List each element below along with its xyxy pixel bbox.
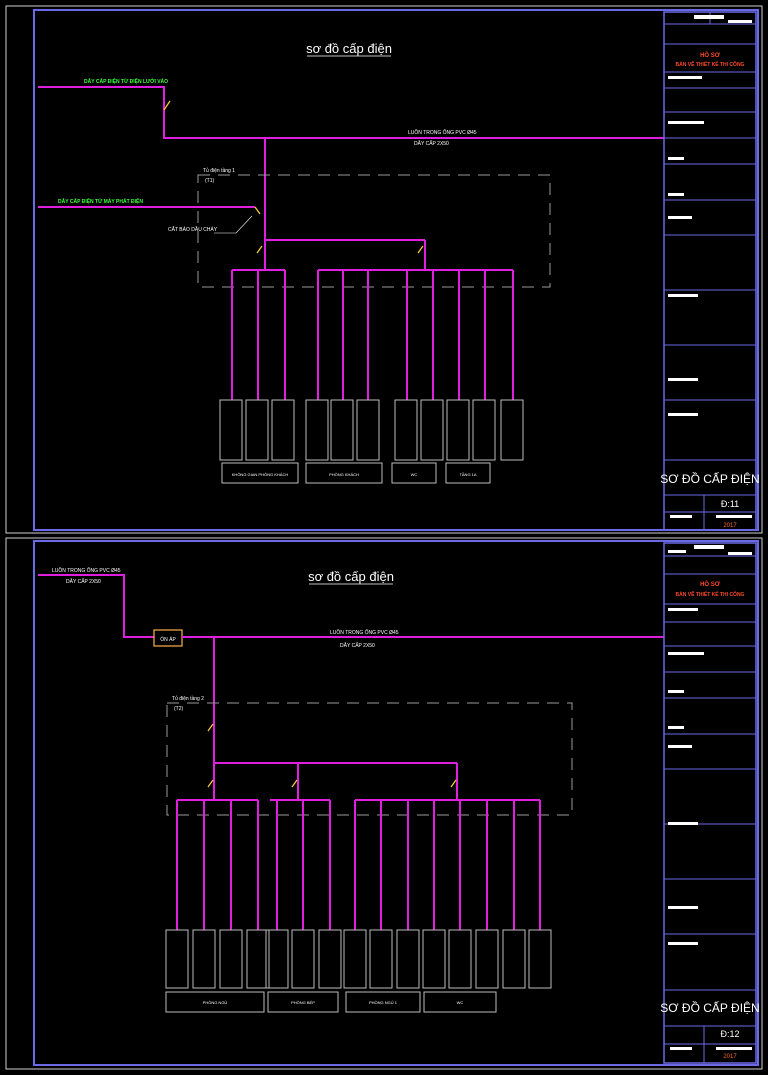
sheet-2-title-heading-2: BẢN VẼ THIẾT KẾ THI CÔNG [676, 590, 745, 598]
sheet-1-group-box-3 [391, 462, 437, 484]
sheet-1-group-label-4: TẦNG 1A [459, 472, 476, 477]
sheet-2-drawing-name: SƠ ĐỒ CẤP ĐIỆN [660, 1000, 759, 1015]
sheet-2-title-block [663, 542, 757, 1064]
sheet-2-incoming-label-2: DÂY CẤP 2X50 [66, 578, 101, 585]
sheet-1-grid-breaker [163, 100, 171, 111]
sheet-1-group-label-1: KHÔNG GIAN PHÒNG KHÁCH [232, 472, 289, 477]
sheet-2-main-cable-label: LUỒN TRONG ỐNG PVC Ø45 [330, 629, 399, 636]
sheet-2-panel-label: Tủ điện tầng 2 [172, 695, 204, 702]
sheet-1-alarm-leader [214, 215, 253, 234]
sheet-2: sơ đồ cấp điện LUỒN TRONG ỐNG PVC Ø45 DÂ… [5, 537, 763, 1070]
sheet-2-drawing-number: Đ:12 [720, 1029, 739, 1039]
sheet-2-group-label-2: PHÒNG BẾP [291, 1000, 315, 1005]
sheet-2-distribution-panel [166, 702, 573, 816]
sheet-2-title-heading-1: HỒ SƠ [700, 581, 721, 588]
sheet-2-group-box-4 [423, 991, 497, 1013]
sheet-1-breaker-left [256, 245, 263, 254]
sheet-1-breaker-right [417, 245, 424, 254]
sheet-2-panel-sub: (T2) [174, 706, 184, 712]
sheet-1-grid-feeder-line [38, 86, 664, 139]
sheet-1-ats-switch [254, 206, 261, 215]
sheet-2-equipment-boxes [165, 929, 552, 989]
sheet-1-drawing-name: SƠ ĐỒ CẤP ĐIỆN [660, 471, 759, 486]
sheet-1-drawing-number: Đ:11 [721, 499, 739, 509]
sheet-1-equipment-boxes [219, 399, 524, 461]
sheet-2-outer-border [5, 537, 763, 1070]
sheet-2-group-label-1: PHÒNG NGỦ [203, 1000, 228, 1005]
sheet-2-main-breaker [207, 723, 214, 732]
sheet-2-stabilizer-label: ỔN ÁP [160, 636, 176, 643]
sheet-2-group-box-3 [345, 991, 421, 1013]
sheet-1-main-cable-label: LUỒN TRONG ỐNG PVC Ø45 [408, 129, 477, 136]
sheet-2-year: 2017 [723, 1054, 737, 1060]
sheet-2-diagram-title: sơ đồ cấp điện [308, 569, 394, 584]
sheet-2-group-label-4: WC [457, 1000, 464, 1005]
sheet-1-panel-sub: (T1) [205, 178, 215, 184]
sheet-1-alarm-label: CẮT BÁO DẦU CHÁY [168, 225, 218, 233]
sheet-1-branch-circuits [231, 270, 514, 400]
sheet-1-panel-label: Tủ điện tầng 1 [203, 167, 235, 174]
sheet-1-title-heading-2: BẢN VẼ THIẾT KẾ THI CÔNG [676, 60, 745, 68]
sheet-1-diagram-title: sơ đồ cấp điện [306, 41, 392, 56]
sheet-1-drawing-frame [33, 9, 759, 531]
sheet-1-group-label-3: WC [411, 472, 418, 477]
sheet-1-year: 2017 [723, 523, 737, 529]
sheet-1-distribution-panel [197, 174, 551, 288]
sheet-2-drawing-frame [33, 540, 759, 1066]
sheet-2-main-cable-spec: DÂY CẤP 2X50 [340, 642, 375, 649]
sheet-2-breaker-right [450, 779, 457, 788]
sheet-2-breaker-mid [291, 779, 298, 788]
sheet-1-group-box-4 [445, 462, 491, 484]
sheet-1-generator-feeder-label: DÂY CẤP ĐIỆN TỪ MÁY PHÁT ĐIỆN [58, 197, 143, 205]
sheet-1-group-box-1 [221, 462, 299, 484]
sheet-1-main-cable-spec: DÂY CẤP 2X50 [414, 140, 449, 147]
sheet-2-incoming-label-1: LUỒN TRONG ỐNG PVC Ø45 [52, 567, 121, 574]
sheet-2-incoming-line [38, 574, 154, 638]
sheet-2-group-label-3: PHÒNG NGỦ 1 [369, 1000, 398, 1005]
sheet-1-group-box-2 [305, 462, 383, 484]
sheet-1-title-heading-1: HỒ SƠ [700, 52, 721, 59]
sheet-1: sơ đồ cấp điện DÂY CẤP ĐIỆN TỪ ĐIỆN LƯỚI… [5, 5, 763, 534]
sheet-2-group-box-1 [165, 991, 265, 1013]
sheet-2-breaker-left [207, 779, 214, 788]
sheet-1-outer-border [5, 5, 763, 534]
sheet-1-title-block [663, 11, 757, 531]
sheet-1-grid-feeder-label: DÂY CẤP ĐIỆN TỪ ĐIỆN LƯỚI VÀO [84, 77, 168, 85]
sheet-2-group-box-2 [267, 991, 339, 1013]
sheet-1-group-label-2: PHÒNG KHÁCH [329, 472, 359, 477]
sheet-2-branch-circuits [176, 800, 541, 930]
